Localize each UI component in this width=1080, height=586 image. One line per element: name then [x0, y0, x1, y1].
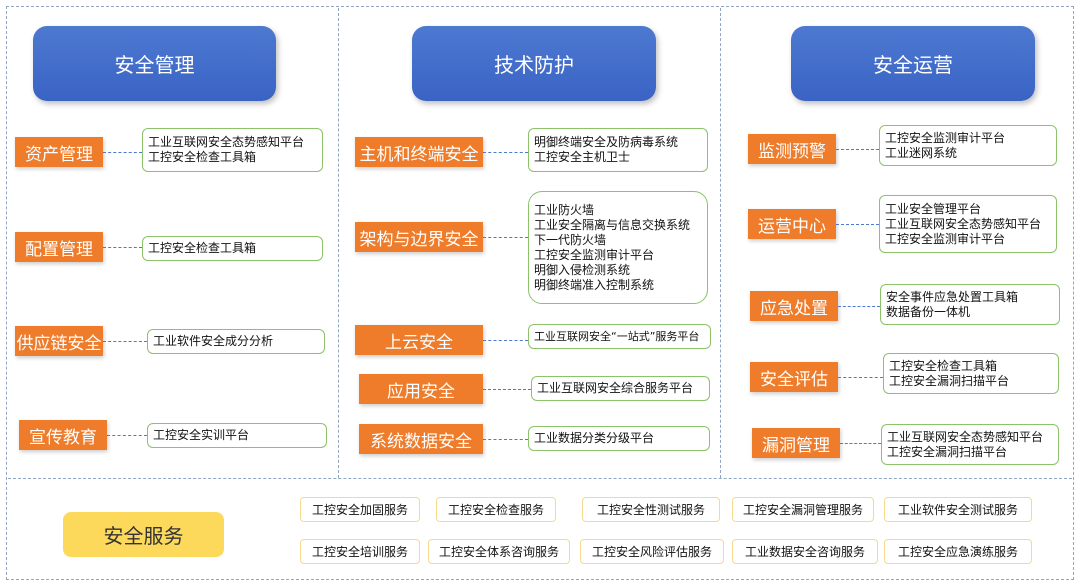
service-item: 工业软件安全测试服务	[884, 497, 1032, 522]
connector	[107, 435, 147, 436]
diagram-frame	[6, 6, 1074, 580]
category-application-security: 应用安全	[359, 374, 483, 404]
tool-item: 工控安全监测审计平台	[885, 231, 1006, 246]
tool-item: 工控安全漏洞扫描平台	[889, 373, 1010, 388]
tool-item: 工控安全主机卫士	[534, 150, 631, 164]
tools-host-endpoint-security: 明御终端安全及防病毒系统 工控安全主机卫士	[528, 128, 708, 172]
service-item: 工控安全性测试服务	[582, 497, 720, 522]
tool-item: 工业互联网安全态势感知平台	[887, 429, 1044, 444]
column-divider-2	[720, 8, 721, 478]
tools-configuration-management: 工控安全检查工具箱	[142, 236, 323, 261]
service-item: 工控安全体系咨询服务	[428, 539, 570, 564]
tools-security-assessment: 工控安全检查工具箱 工控安全漏洞扫描平台	[883, 353, 1059, 394]
service-item: 工业数据安全咨询服务	[732, 539, 878, 564]
security-services-label: 安全服务	[63, 512, 224, 557]
category-emergency-response: 应急处置	[750, 291, 838, 321]
category-security-assessment: 安全评估	[750, 362, 838, 392]
tool-item: 工控安全监测审计平台	[885, 130, 1006, 145]
tool-item: 工业互联网安全综合服务平台	[537, 381, 694, 395]
connector	[836, 224, 879, 225]
tool-item: 工业迷网系统	[885, 145, 958, 160]
tools-monitoring-warning: 工控安全监测审计平台 工业迷网系统	[879, 125, 1057, 166]
connector	[103, 341, 147, 342]
connector	[838, 306, 880, 307]
category-monitoring-warning: 监测预警	[748, 134, 836, 164]
tools-application-security: 工业互联网安全综合服务平台	[531, 376, 710, 401]
connector	[483, 152, 528, 153]
tool-item: 明御终端准入控制系统	[534, 277, 655, 292]
category-architecture-boundary-security: 架构与边界安全	[355, 222, 483, 252]
category-configuration-management: 配置管理	[15, 232, 103, 262]
header-technical-protection: 技术防护	[412, 26, 656, 101]
tool-item: 工业互联网安全“一站式”服务平台	[534, 330, 700, 343]
service-item: 工控安全培训服务	[300, 539, 420, 564]
tool-item: 工业互联网安全态势感知平台	[148, 135, 305, 149]
tool-item: 安全事件应急处置工具箱	[886, 289, 1019, 304]
connector	[838, 377, 883, 378]
tool-item: 工业数据分类分级平台	[534, 431, 655, 445]
category-vulnerability-management: 漏洞管理	[752, 428, 840, 458]
tool-item: 下一代防火墙	[534, 232, 607, 247]
category-operations-center: 运营中心	[748, 209, 836, 239]
tool-item: 工业安全管理平台	[885, 201, 982, 216]
tool-item: 工控安全检查工具箱	[889, 358, 998, 373]
service-item: 工控安全风险评估服务	[580, 539, 724, 564]
tool-item: 工控安全检查工具箱	[148, 241, 257, 255]
tool-item: 工业防火墙	[534, 202, 595, 217]
column-divider-1	[338, 8, 339, 478]
connector	[103, 247, 142, 248]
category-system-data-security: 系统数据安全	[359, 424, 483, 454]
services-divider	[8, 478, 1072, 479]
category-publicity-education: 宣传教育	[19, 420, 107, 450]
tool-item: 工业软件安全成分分析	[153, 334, 274, 348]
header-security-management: 安全管理	[33, 26, 276, 101]
tools-cloud-security: 工业互联网安全“一站式”服务平台	[528, 324, 711, 349]
category-cloud-security: 上云安全	[355, 325, 483, 355]
connector	[840, 443, 881, 444]
service-item: 工控安全应急演练服务	[884, 539, 1032, 564]
tools-architecture-boundary-security: 工业防火墙 工业安全隔离与信息交换系统 下一代防火墙 工控安全监测审计平台 明御…	[528, 191, 708, 304]
tools-emergency-response: 安全事件应急处置工具箱 数据备份一体机	[880, 284, 1060, 325]
tools-vulnerability-management: 工业互联网安全态势感知平台 工控安全漏洞扫描平台	[881, 424, 1059, 465]
tools-operations-center: 工业安全管理平台 工业互联网安全态势感知平台 工控安全监测审计平台	[879, 195, 1057, 253]
connector	[836, 149, 879, 150]
connector	[483, 389, 531, 390]
connector	[483, 340, 528, 341]
tools-system-data-security: 工业数据分类分级平台	[528, 426, 710, 451]
tool-item: 数据备份一体机	[886, 304, 971, 319]
category-supply-chain-security: 供应链安全	[15, 326, 103, 356]
tools-supply-chain-security: 工业软件安全成分分析	[147, 329, 325, 354]
tool-item: 工业互联网安全态势感知平台	[885, 216, 1042, 231]
tools-asset-management: 工业互联网安全态势感知平台 工控安全检查工具箱	[142, 128, 323, 172]
connector	[483, 237, 528, 238]
tool-item: 工控安全漏洞扫描平台	[887, 444, 1008, 459]
tools-publicity-education: 工控安全实训平台	[147, 423, 327, 448]
service-item: 工控安全检查服务	[436, 497, 556, 522]
service-item: 工控安全加固服务	[300, 497, 420, 522]
tool-item: 工业安全隔离与信息交换系统	[534, 217, 691, 232]
tool-item: 工控安全监测审计平台	[534, 247, 655, 262]
tool-item: 工控安全检查工具箱	[148, 150, 257, 164]
header-security-operations: 安全运营	[791, 26, 1035, 101]
connector	[483, 439, 528, 440]
service-item: 工控安全漏洞管理服务	[732, 497, 874, 522]
category-host-endpoint-security: 主机和终端安全	[355, 137, 483, 167]
tool-item: 工控安全实训平台	[153, 428, 250, 442]
connector	[103, 152, 142, 153]
category-asset-management: 资产管理	[15, 137, 103, 167]
tool-item: 明御入侵检测系统	[534, 262, 631, 277]
tool-item: 明御终端安全及防病毒系统	[534, 135, 679, 149]
